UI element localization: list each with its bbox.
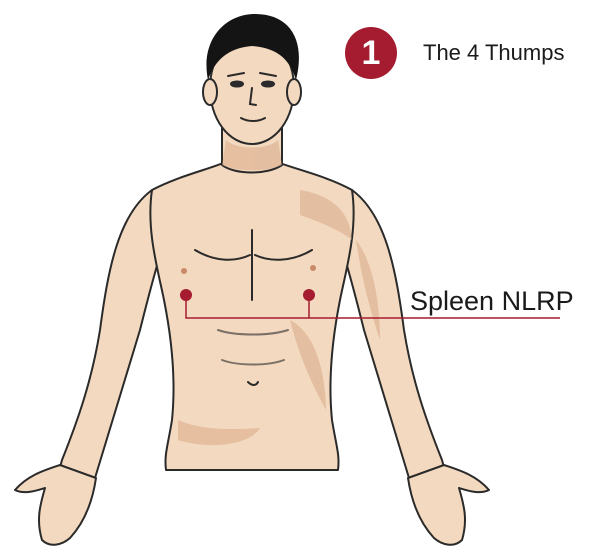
right-eye [262, 82, 274, 87]
right-nipple [310, 265, 316, 271]
left-eye [231, 82, 243, 87]
left-hand [15, 465, 96, 545]
left-arm [58, 190, 165, 478]
step-number-badge: 1 [345, 27, 397, 79]
step-title: The 4 Thumps [423, 40, 564, 66]
right-arm [339, 190, 446, 478]
thump-point-left [180, 289, 192, 301]
right-ear [287, 79, 301, 105]
right-hand [408, 465, 489, 545]
thump-point-right [303, 289, 315, 301]
callout-label-spleen-nlrp: Spleen NLRP [410, 286, 574, 317]
left-ear [203, 79, 217, 105]
left-nipple [181, 268, 187, 274]
